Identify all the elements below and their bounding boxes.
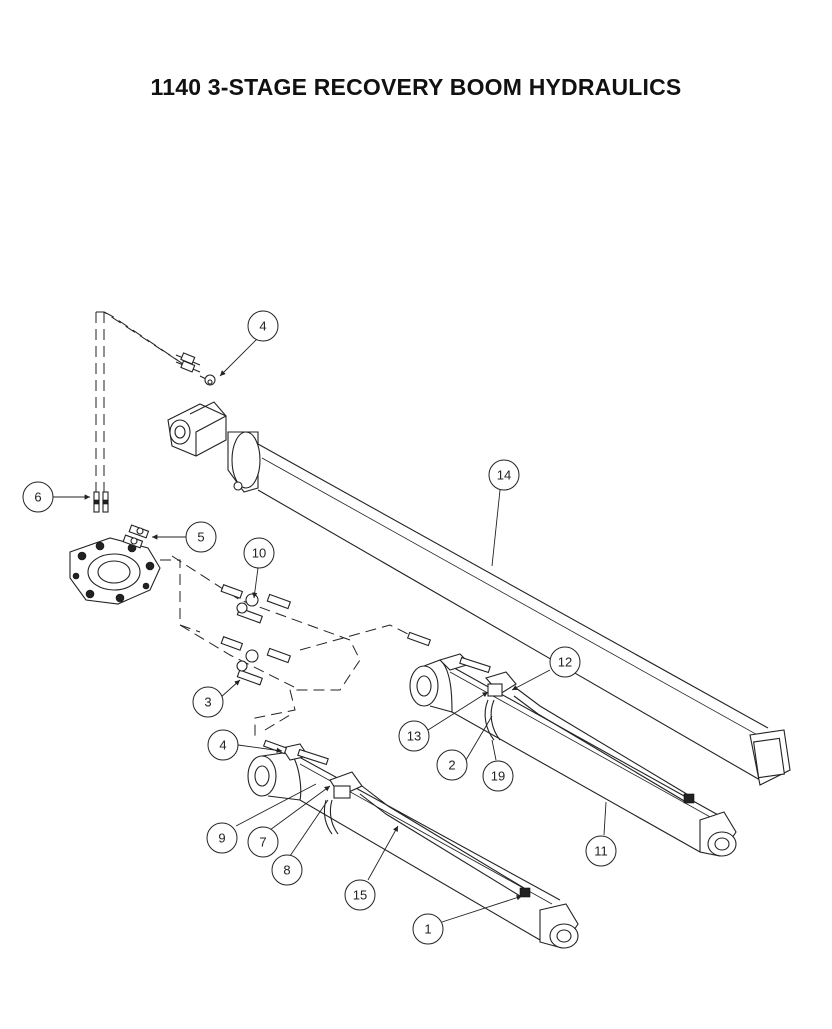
svg-text:4: 4 bbox=[219, 738, 226, 753]
callout-10: 10 bbox=[243, 537, 275, 569]
fittings-10 bbox=[220, 584, 292, 624]
svg-text:1: 1 bbox=[424, 922, 431, 937]
callout-15: 15 bbox=[344, 879, 376, 911]
svg-text:9: 9 bbox=[218, 831, 225, 846]
callout-leaders bbox=[52, 337, 607, 923]
callout-13: 13 bbox=[398, 720, 430, 752]
callout-14: 14 bbox=[488, 459, 520, 491]
svg-text:11: 11 bbox=[594, 844, 608, 859]
svg-text:2: 2 bbox=[448, 758, 455, 773]
callout-3: 3 bbox=[192, 686, 224, 718]
callout-7: 7 bbox=[247, 826, 279, 858]
swivel-manifold bbox=[69, 537, 161, 605]
upper-hose-fittings bbox=[175, 352, 216, 386]
svg-text:3: 3 bbox=[204, 695, 211, 710]
callout-9: 9 bbox=[206, 822, 238, 854]
cylinder-11 bbox=[406, 631, 737, 857]
svg-text:4: 4 bbox=[259, 319, 266, 334]
fittings-5 bbox=[122, 524, 150, 549]
callout-4-top: 4 bbox=[247, 310, 279, 342]
cylinder-lower bbox=[247, 739, 579, 949]
callout-4-lower: 4 bbox=[207, 729, 239, 761]
callout-6: 6 bbox=[22, 481, 54, 513]
callout-12: 12 bbox=[549, 646, 581, 678]
callout-1: 1 bbox=[412, 913, 444, 945]
callout-2: 2 bbox=[436, 749, 468, 781]
svg-text:14: 14 bbox=[497, 468, 511, 483]
callout-19: 19 bbox=[482, 760, 514, 792]
svg-text:15: 15 bbox=[353, 888, 367, 903]
fittings-3 bbox=[220, 636, 292, 686]
svg-text:10: 10 bbox=[252, 546, 266, 561]
hose-routing-lines bbox=[95, 311, 421, 740]
callout-8: 8 bbox=[271, 854, 303, 886]
svg-text:13: 13 bbox=[407, 729, 421, 744]
svg-text:6: 6 bbox=[34, 490, 41, 505]
boom-cylinder-14 bbox=[167, 401, 791, 786]
callout-5: 5 bbox=[185, 521, 217, 553]
page-title: 1140 3-STAGE RECOVERY BOOM HYDRAULICS bbox=[150, 74, 682, 100]
svg-text:8: 8 bbox=[283, 863, 290, 878]
svg-text:19: 19 bbox=[491, 769, 505, 784]
fittings-6 bbox=[93, 491, 109, 513]
svg-text:12: 12 bbox=[558, 655, 572, 670]
svg-text:5: 5 bbox=[197, 530, 204, 545]
callout-11: 11 bbox=[585, 835, 617, 867]
svg-text:7: 7 bbox=[259, 835, 266, 850]
